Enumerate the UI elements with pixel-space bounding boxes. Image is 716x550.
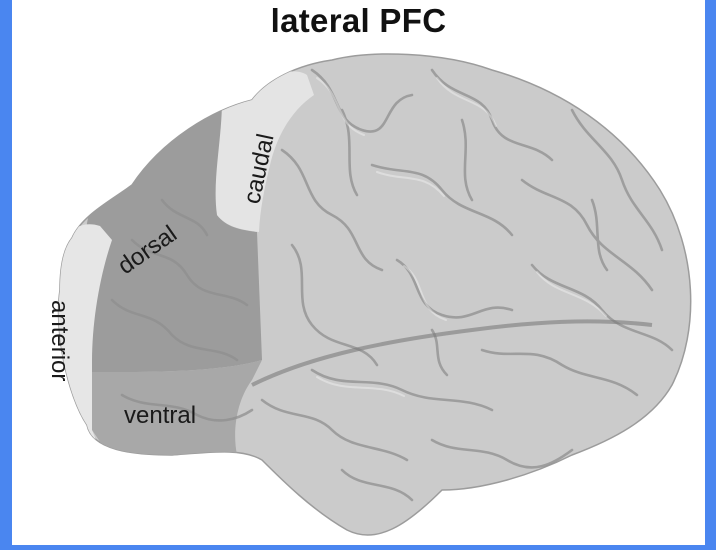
figure-canvas: caudal dorsal anterior ventral lateral P… — [12, 0, 705, 545]
label-anterior: anterior — [46, 300, 73, 381]
figure-title: lateral PFC — [12, 2, 705, 40]
brain-illustration: caudal dorsal anterior ventral — [12, 0, 705, 545]
label-ventral: ventral — [124, 402, 196, 429]
